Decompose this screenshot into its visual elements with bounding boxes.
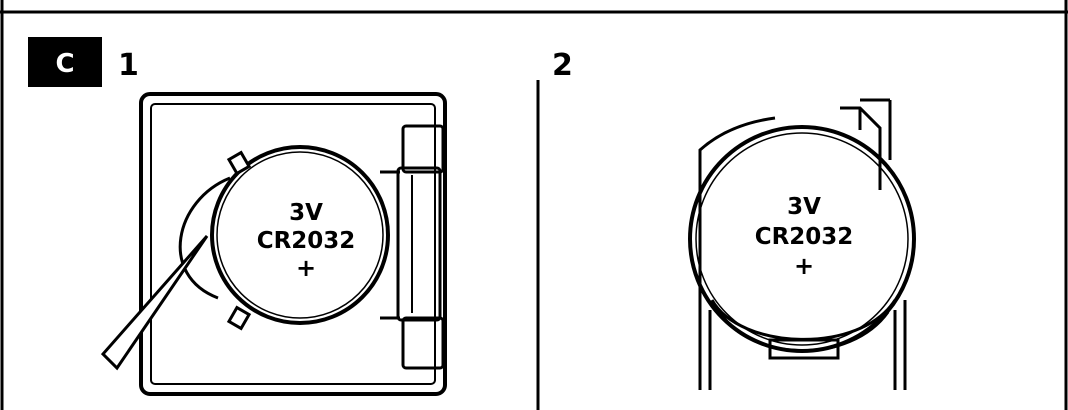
coin-cell-step-1 bbox=[210, 145, 390, 325]
step-1-battery-model: CR2032 bbox=[257, 228, 356, 254]
lifted-cell-edge bbox=[178, 176, 231, 300]
flat-pry-tool-icon bbox=[100, 235, 209, 371]
step-1-number: 1 bbox=[118, 48, 139, 83]
step-2-illustration bbox=[688, 98, 916, 390]
coin-cell-step-2 bbox=[688, 125, 916, 353]
retaining-tab-bottom bbox=[226, 305, 252, 331]
holder-side-clamp bbox=[380, 124, 445, 370]
holder-housing-inner bbox=[150, 103, 436, 385]
step-2-battery-model: CR2032 bbox=[755, 224, 854, 250]
step-2-battery-polarity: + bbox=[794, 252, 814, 280]
holder-side-rails bbox=[698, 98, 907, 390]
step-1-battery-voltage: 3V bbox=[289, 200, 323, 226]
step-1-illustration bbox=[100, 92, 447, 396]
retaining-tab-top bbox=[226, 150, 252, 176]
step-1-battery-polarity: + bbox=[296, 254, 316, 282]
step-2-battery-voltage: 3V bbox=[787, 194, 821, 220]
coin-cell-step-2-rim bbox=[695, 132, 909, 346]
section-badge: C bbox=[28, 37, 102, 87]
holder-housing-outer bbox=[139, 92, 447, 396]
step-2-number: 2 bbox=[552, 48, 573, 83]
coin-cell-step-1-rim bbox=[216, 151, 384, 319]
section-badge-label: C bbox=[55, 49, 74, 79]
